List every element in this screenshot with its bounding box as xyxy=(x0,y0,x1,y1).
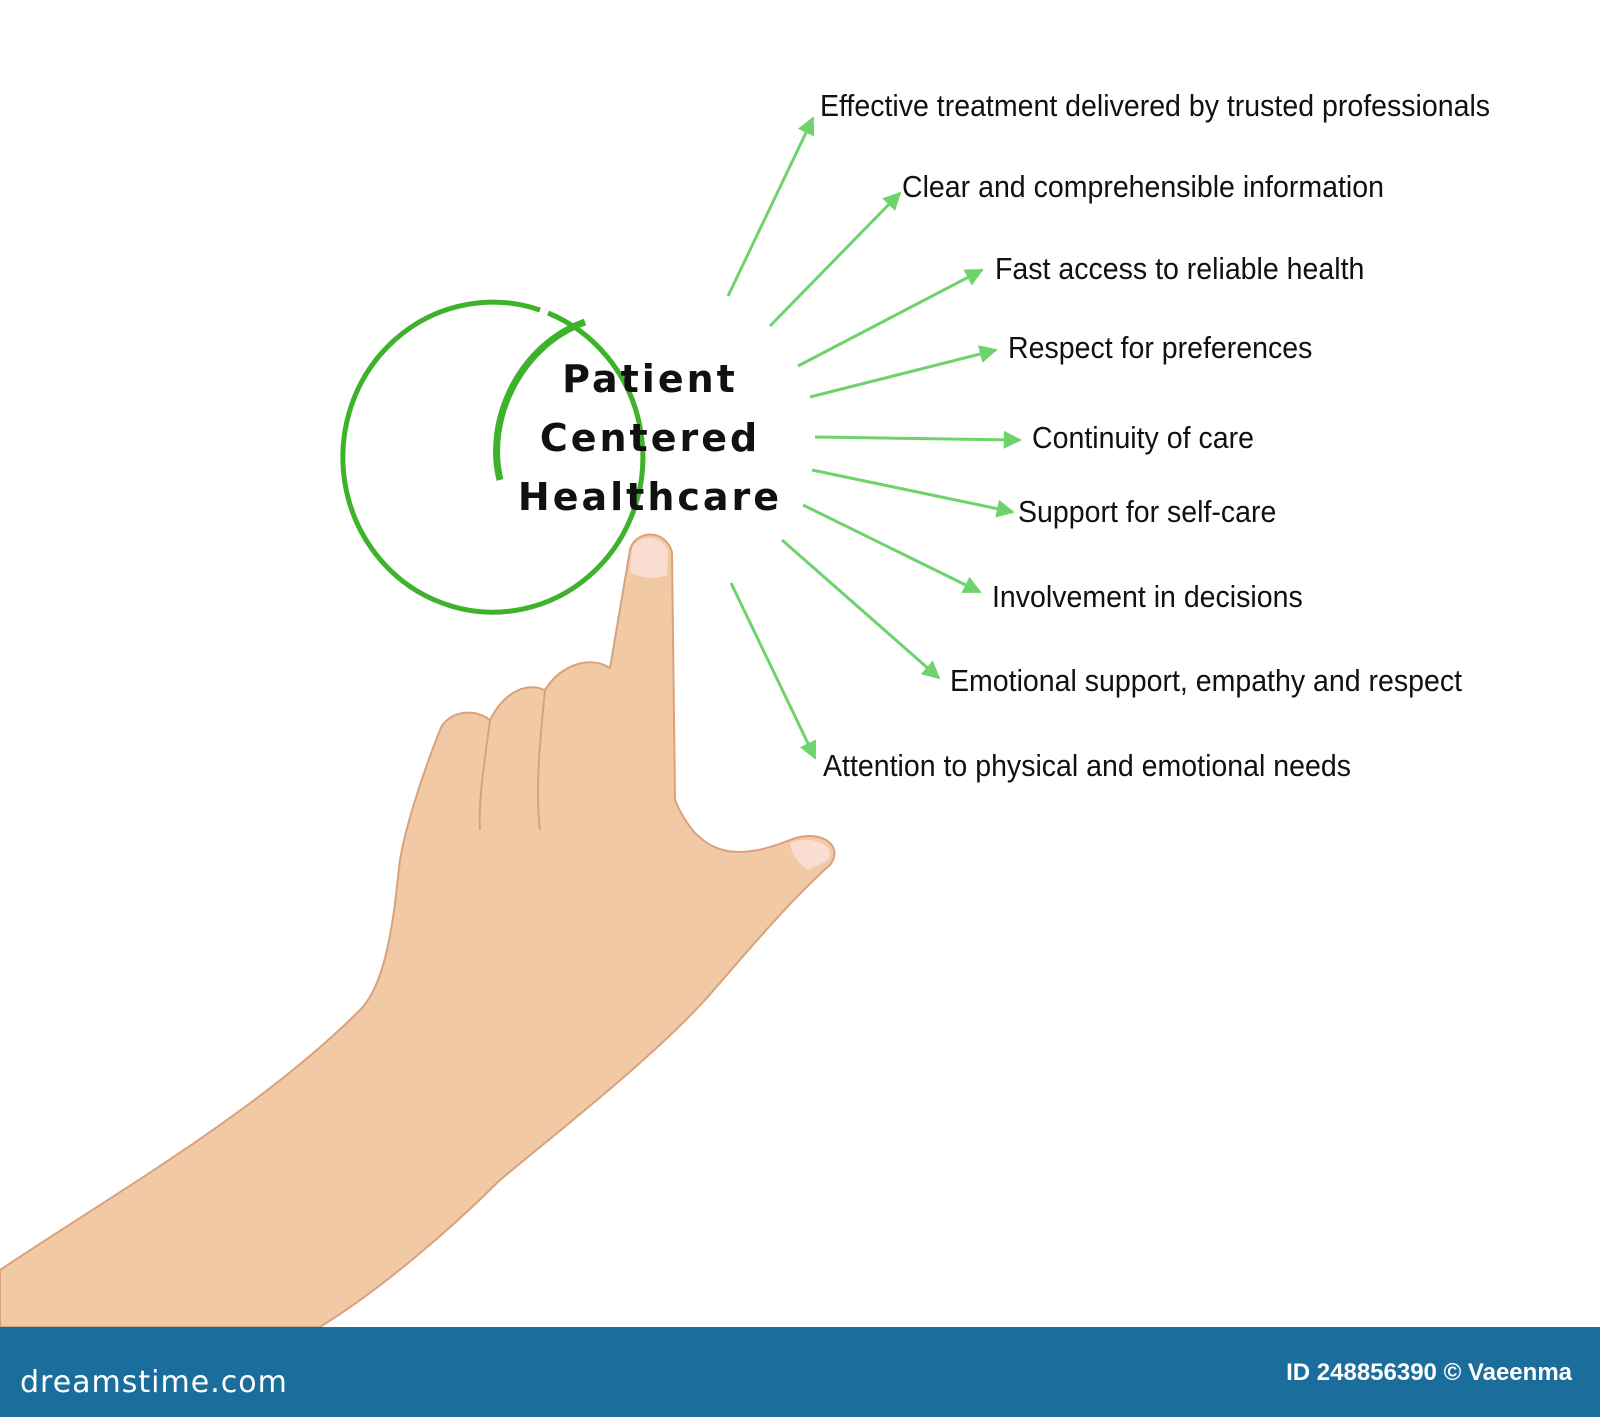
arrow-6 xyxy=(811,468,1015,518)
item-label-6: Support for self-care xyxy=(1018,494,1277,529)
footer-credit: ID 248856390 © Vaeenma xyxy=(1286,1359,1572,1386)
center-circle xyxy=(340,299,646,615)
arrow-7 xyxy=(802,503,982,594)
center-title: Patient Centered Healthcare xyxy=(490,350,810,527)
item-label-9: Attention to physical and emotional need… xyxy=(823,748,1351,783)
pointing-hand-illustration xyxy=(0,533,836,1328)
arrow-8 xyxy=(781,538,941,680)
item-label-2: Clear and comprehensible information xyxy=(902,169,1384,204)
item-label-4: Respect for preferences xyxy=(1008,330,1313,365)
arrows xyxy=(726,116,1022,760)
arrow-2 xyxy=(768,191,902,328)
arrow-3 xyxy=(797,268,984,368)
item-label-7: Involvement in decisions xyxy=(992,579,1303,614)
footer-bar xyxy=(0,1327,1600,1417)
footer-brand: dreamstime.com xyxy=(20,1365,288,1400)
item-label-5: Continuity of care xyxy=(1032,420,1254,455)
center-title-line-3: Healthcare xyxy=(517,475,783,519)
item-label-1: Effective treatment delivered by trusted… xyxy=(820,88,1491,123)
arrow-9 xyxy=(729,582,817,760)
center-title-line-1: Patient xyxy=(562,357,738,401)
arrow-1 xyxy=(726,116,815,297)
item-label-3: Fast access to reliable health xyxy=(995,251,1365,286)
item-label-8: Emotional support, empathy and respect xyxy=(950,663,1463,698)
arrow-4 xyxy=(809,345,998,399)
center-title-line-2: Centered xyxy=(539,416,761,460)
arrow-5 xyxy=(814,430,1022,449)
